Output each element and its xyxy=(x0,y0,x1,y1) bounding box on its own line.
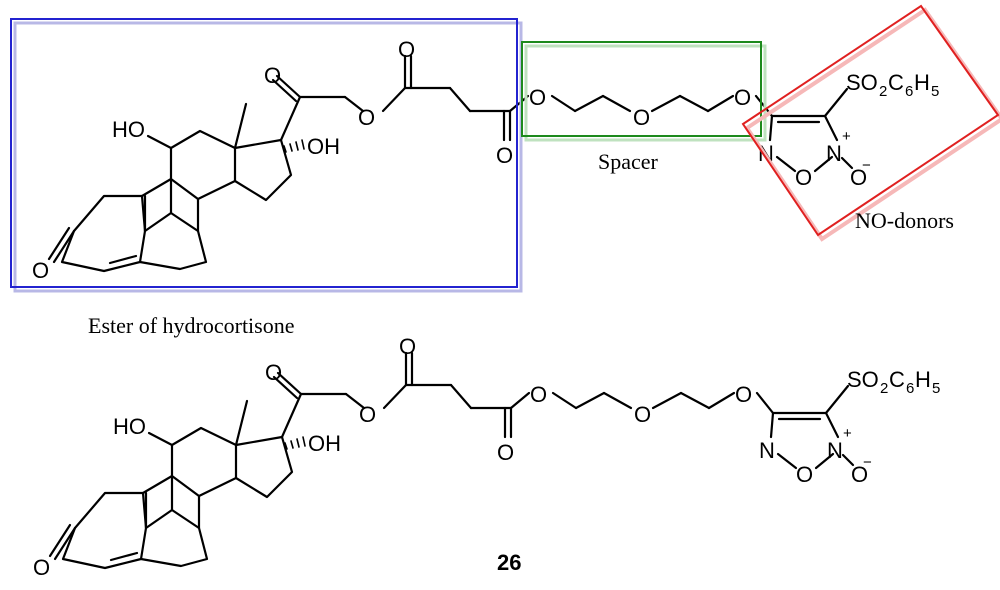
atom-o-top-9: O xyxy=(795,165,812,190)
svg-text:C: C xyxy=(888,70,904,95)
svg-text:6: 6 xyxy=(906,380,914,397)
charge-plus-top: + xyxy=(842,128,851,145)
svg-text:C: C xyxy=(889,367,905,392)
spacer-box xyxy=(521,41,767,142)
atom-o-bottom-10: O xyxy=(851,462,868,487)
svg-text:SO: SO xyxy=(846,70,878,95)
no-donor-label: NO-donors xyxy=(855,208,954,233)
atom-ho-top: HO xyxy=(112,117,145,142)
atom-o-top-1: O xyxy=(264,63,281,88)
atom-o-top-10: O xyxy=(850,165,867,190)
atom-o-bottom-1: O xyxy=(265,360,282,385)
svg-text:5: 5 xyxy=(932,380,940,397)
svg-text:H: H xyxy=(915,367,931,392)
charge-plus-bottom: + xyxy=(843,425,852,442)
atom-o-bottom-3: O xyxy=(399,334,416,359)
atom-o-bottom-4: O xyxy=(497,440,514,465)
atom-o-top-5: O xyxy=(529,85,546,110)
atom-oh-top: OH xyxy=(307,134,340,159)
atom-o-top-7: O xyxy=(734,85,751,110)
so2c6h5-top: SO 2 C 6 H 5 xyxy=(846,70,939,100)
atom-o-bottom-7: O xyxy=(735,382,752,407)
atom-o-top-8: O xyxy=(32,258,49,283)
atom-o-top-4: O xyxy=(496,143,513,168)
atom-o-bottom-8: O xyxy=(33,555,50,580)
atom-o-top-3: O xyxy=(398,37,415,62)
svg-text:2: 2 xyxy=(880,380,888,397)
atom-oh-bottom: OH xyxy=(308,431,341,456)
atom-o-bottom-6: O xyxy=(634,402,651,427)
no-donor-box xyxy=(741,4,1000,242)
atom-n-top-2: N xyxy=(826,141,842,166)
atom-n-bottom-2: N xyxy=(827,438,843,463)
atom-ho-bottom: HO xyxy=(113,414,146,439)
ester-label: Ester of hydrocortisone xyxy=(88,313,295,338)
atom-o-bottom-5: O xyxy=(530,382,547,407)
svg-text:5: 5 xyxy=(931,83,939,100)
charge-minus-top: − xyxy=(862,157,871,174)
spacer-label: Spacer xyxy=(598,149,659,174)
ester-box xyxy=(10,18,523,293)
bottom-molecule: HO OH O O O O O O O O N N O O + − SO 2 C… xyxy=(33,334,940,580)
svg-text:SO: SO xyxy=(847,367,879,392)
atom-o-top-2: O xyxy=(358,105,375,130)
svg-text:6: 6 xyxy=(905,83,913,100)
so2c6h5-bottom: SO 2 C 6 H 5 xyxy=(847,367,940,397)
top-molecule: HO OH O O O O O O O O N N O O + − SO 2 C… xyxy=(32,37,939,283)
atom-n-bottom-1: N xyxy=(759,438,775,463)
svg-text:2: 2 xyxy=(879,83,887,100)
compound-number: 26 xyxy=(497,550,521,575)
atom-o-bottom-9: O xyxy=(796,462,813,487)
charge-minus-bottom: − xyxy=(863,454,872,471)
svg-text:H: H xyxy=(914,70,930,95)
atom-o-bottom-2: O xyxy=(359,402,376,427)
atom-o-top-6: O xyxy=(633,105,650,130)
